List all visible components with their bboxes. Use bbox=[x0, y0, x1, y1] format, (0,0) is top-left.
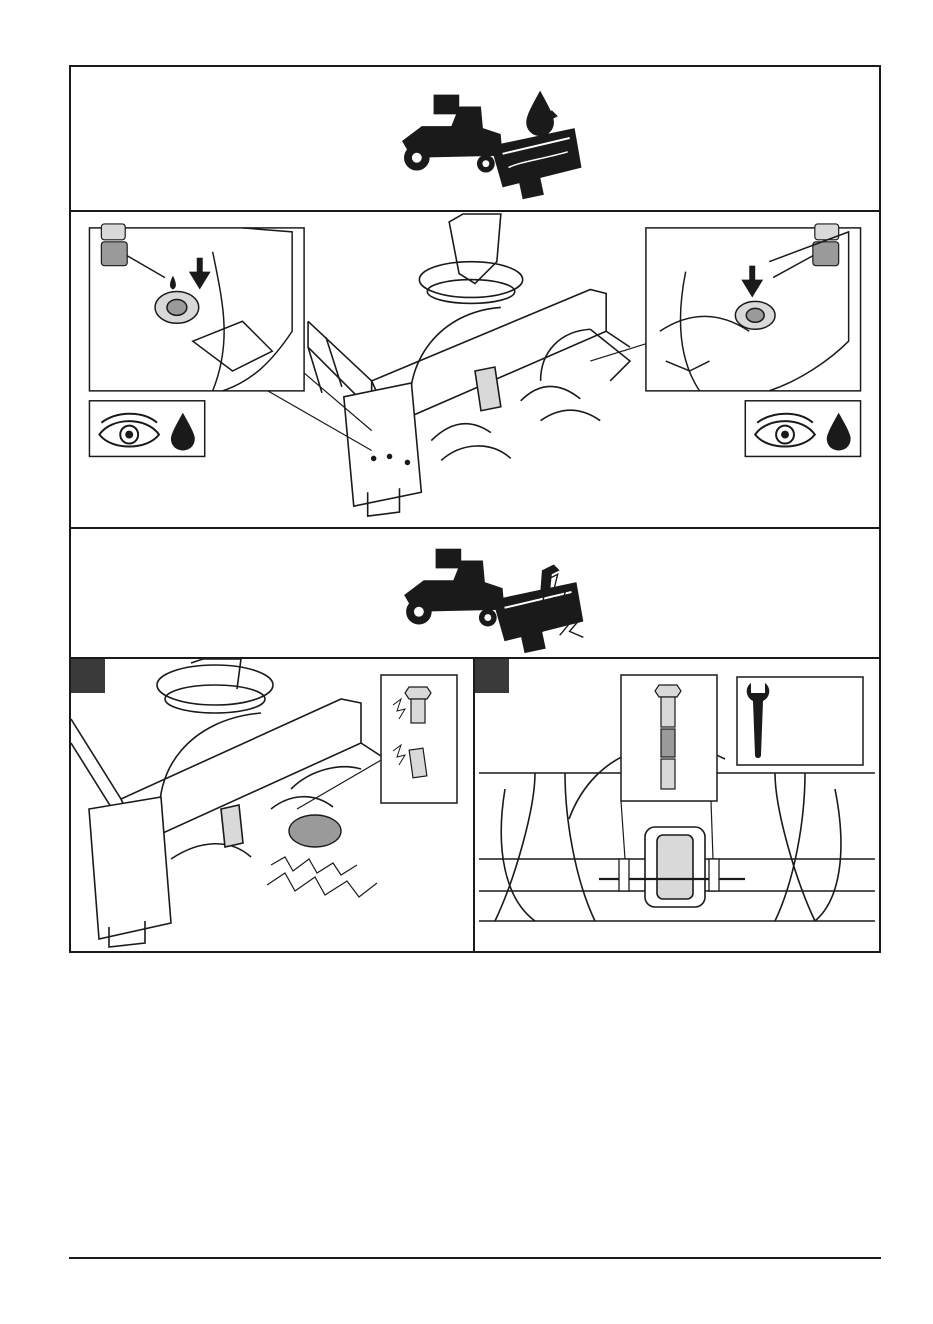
tractor-snowthrower-icon bbox=[402, 95, 581, 200]
inset-right-bearing bbox=[646, 224, 861, 391]
tool-box bbox=[737, 677, 863, 765]
inset-left-bearing bbox=[89, 224, 304, 391]
oil-drop-icon bbox=[526, 91, 554, 136]
broken-shear-bolt-illustration bbox=[71, 659, 473, 951]
shear-bolt-installed-right bbox=[709, 859, 719, 891]
shear-bolt-break-header-panel bbox=[71, 529, 879, 659]
callout-leaders bbox=[250, 343, 647, 450]
shear-bolt-break-illustration bbox=[71, 529, 879, 657]
snowthrower-closeup-drawing bbox=[71, 659, 401, 947]
replace-shear-bolt-illustration bbox=[475, 659, 879, 951]
instruction-sheet bbox=[69, 65, 881, 953]
impact-lines bbox=[267, 857, 377, 897]
step-panel-b bbox=[475, 659, 879, 951]
inset-new-bolt bbox=[621, 675, 717, 801]
step-panel-a bbox=[71, 659, 475, 951]
symbol-box-left bbox=[89, 401, 204, 457]
tractor-snowthrower-icon bbox=[404, 549, 583, 653]
footer-rule bbox=[69, 1257, 881, 1259]
snowthrower-main-drawing bbox=[308, 214, 630, 516]
lubricate-header-panel bbox=[71, 67, 879, 212]
lubrication-detail-illustration bbox=[71, 212, 879, 527]
shear-bolt-steps-row bbox=[71, 659, 879, 951]
obstacle-rock bbox=[289, 815, 341, 847]
symbol-box-right bbox=[745, 401, 860, 457]
lubrication-detail-panel bbox=[71, 212, 879, 529]
lubricate-header-illustration bbox=[71, 67, 879, 210]
inset-broken-bolt bbox=[381, 675, 457, 803]
shear-bolt-installed-left bbox=[619, 859, 629, 891]
